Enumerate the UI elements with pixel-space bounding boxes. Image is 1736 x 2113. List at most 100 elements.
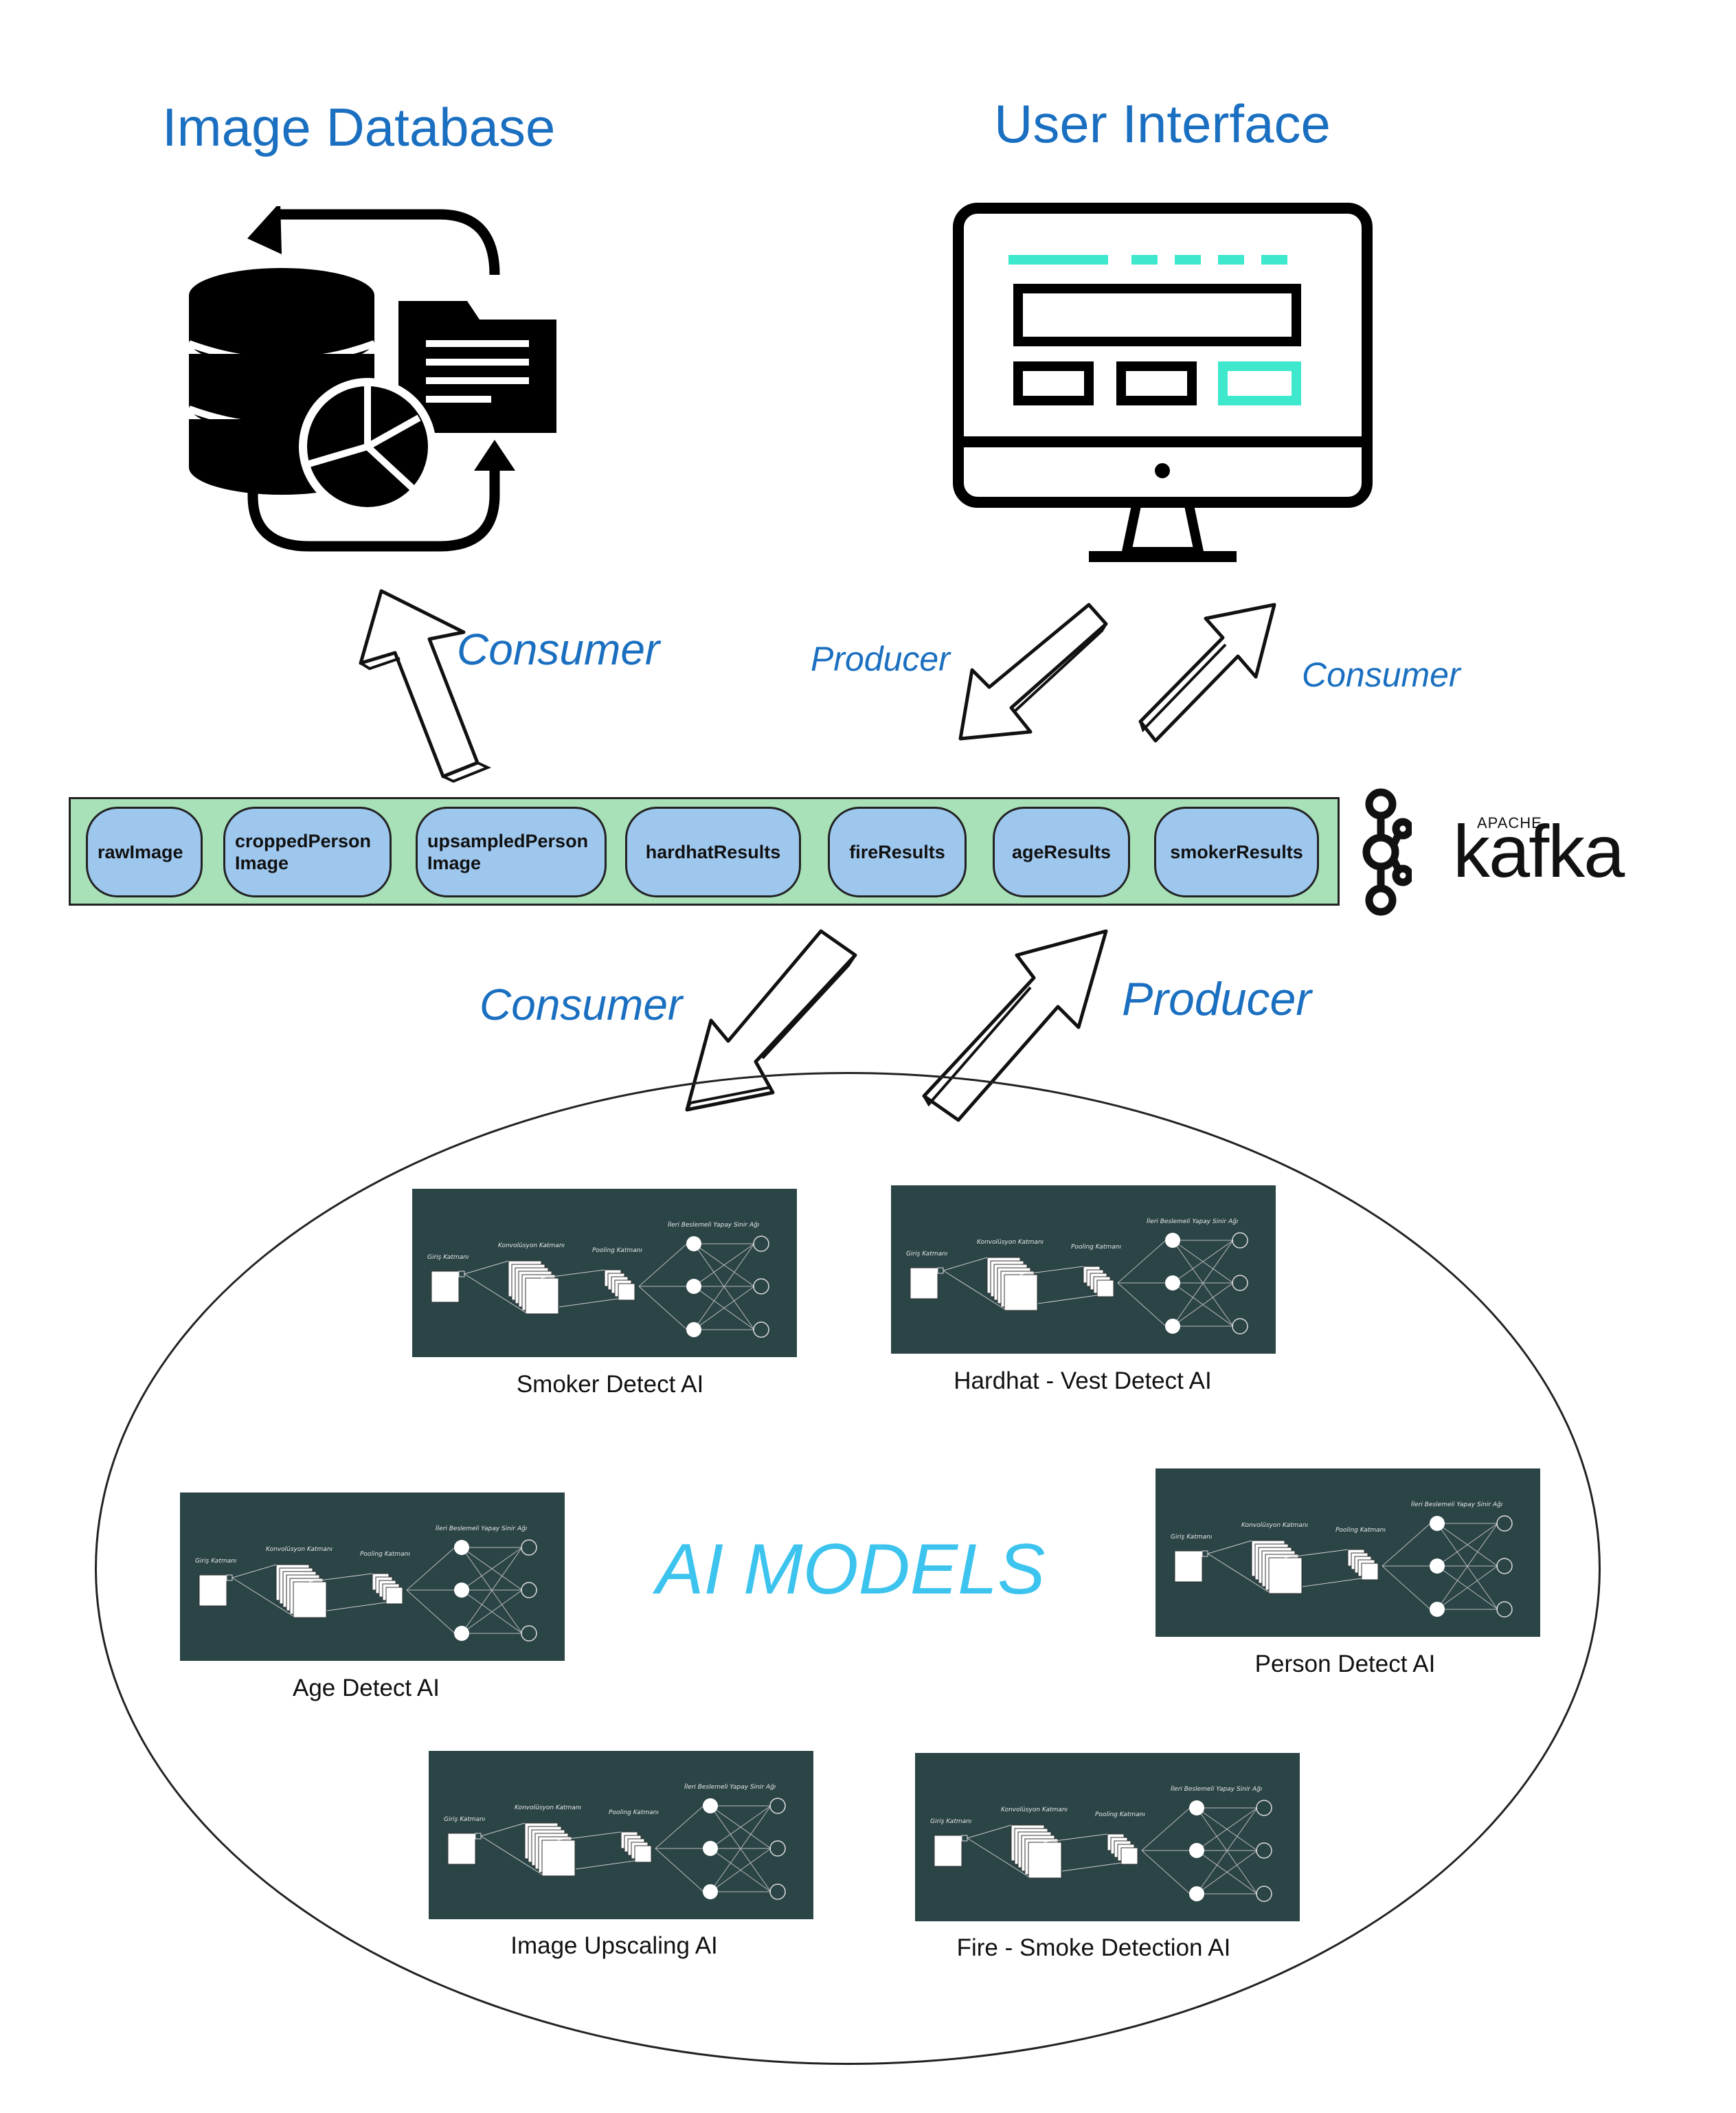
cnn-edge (710, 1805, 771, 1849)
topic-age-results: ageResults (993, 807, 1130, 897)
cnn-edge (1382, 1565, 1431, 1610)
cnn-neuron (1430, 1558, 1445, 1574)
topic-label: hardhatResults (645, 841, 781, 862)
cnn-layer-label: Pooling Katmanı (592, 1247, 642, 1254)
topic-label: croppedPerson (235, 830, 372, 851)
cnn-edge (406, 1589, 455, 1634)
topic-fire-results: fireResults (828, 807, 967, 897)
cnn-layer-label: Pooling Katmanı (360, 1551, 410, 1558)
cnn-layer-label: Konvolüsyon Katmanı (977, 1239, 1044, 1246)
cnn-connector (480, 1822, 526, 1837)
cnn-neuron (703, 1884, 718, 1899)
cnn-conv-map (1028, 1842, 1062, 1879)
cnn-layer-label: İleri Beslemeli Yapay Sinir Ağı (436, 1525, 528, 1532)
model-label-smoker: Smoker Detect AI (516, 1371, 704, 1398)
cnn-edge (461, 1547, 523, 1634)
cnn-output-neuron (769, 1798, 786, 1814)
cnn-output-neuron (753, 1321, 769, 1338)
cnn-neuron (1165, 1275, 1180, 1290)
model-label-fire: Fire - Smoke Detection AI (956, 1934, 1231, 1961)
cnn-edge (693, 1243, 755, 1330)
model-label-hardhat: Hardhat - Vest Detect AI (954, 1367, 1212, 1394)
cnn-layer-label: Giriş Katmanı (427, 1254, 469, 1261)
cnn-pool-map (1120, 1847, 1138, 1865)
cnn-edge (1436, 1565, 1498, 1610)
cnn-connector (541, 1269, 605, 1279)
kafka-logo-text: kafka (1453, 809, 1625, 893)
cnn-connector (575, 1860, 635, 1870)
monitor-icon (953, 203, 1373, 562)
cnn-neuron (454, 1626, 469, 1641)
cnn-output-neuron (753, 1278, 769, 1295)
cnn-connector (967, 1837, 1029, 1877)
model-label-upscaling: Image Upscaling AI (510, 1932, 718, 1959)
cnn-connector (464, 1260, 509, 1275)
ui-producer-label: Producer (811, 640, 950, 678)
cnn-edge (1196, 1850, 1258, 1894)
cnn-output-neuron (1232, 1318, 1248, 1334)
cnn-conv-map (541, 1840, 576, 1877)
cnn-edge (638, 1286, 688, 1330)
cnn-layer-label: Konvolüsyon Katmanı (498, 1242, 565, 1249)
cnn-edge (406, 1547, 455, 1591)
model-label-person: Person Detect AI (1254, 1651, 1436, 1677)
cnn-edge (1196, 1807, 1258, 1894)
cnn-output-neuron (769, 1883, 786, 1900)
cnn-conv-map (1268, 1557, 1303, 1594)
cnn-output-neuron (521, 1582, 537, 1598)
cnn-edge (1141, 1850, 1191, 1894)
cnn-neuron (1189, 1886, 1204, 1901)
topic-label: ageResults (1011, 841, 1112, 862)
cnn-layer-label: Giriş Katmanı (930, 1818, 972, 1825)
cnn-edge (1196, 1807, 1258, 1851)
cnn-output-neuron (1496, 1558, 1513, 1574)
topic-label: upsampledPerson (427, 830, 589, 851)
topic-raw-image: rawImage (86, 807, 203, 897)
cnn-connector (1037, 1295, 1098, 1304)
cnn-pool-map (618, 1283, 635, 1301)
cnn-output-neuron (1232, 1275, 1248, 1291)
cnn-layer-label: İleri Beslemeli Yapay Sinir Ağı (684, 1783, 776, 1791)
cnn-layer-label: Pooling Katmanı (609, 1809, 659, 1816)
cnn-connector (1207, 1553, 1270, 1593)
topic-label: smokerResults (1170, 841, 1303, 862)
user-interface-title: User Interface (994, 93, 1331, 154)
cnn-layer-label: İleri Beslemeli Yapay Sinir Ağı (668, 1221, 760, 1229)
cnn-connector (480, 1835, 543, 1875)
cnn-input-square (934, 1835, 962, 1867)
cnn-layer-label: Konvolüsyon Katmanı (1001, 1807, 1068, 1813)
cnn-edge (693, 1286, 755, 1330)
cnn-layer-label: İleri Beslemeli Yapay Sinir Ağı (1411, 1501, 1503, 1508)
cnn-connector (1284, 1549, 1349, 1558)
cnn-connector (1302, 1578, 1362, 1587)
cnn-edge (1141, 1807, 1191, 1851)
cnn-edge (461, 1547, 523, 1591)
cnn-connector (464, 1273, 526, 1313)
cnn-output-neuron (1256, 1842, 1272, 1859)
cnn-layer-label: Konvolüsyon Katmanı (515, 1804, 582, 1811)
cnn-pool-map (385, 1587, 403, 1605)
cnn-connector (1044, 1833, 1108, 1843)
cnn-edge (1436, 1523, 1498, 1567)
cnn-layer-label: Konvolüsyon Katmanı (1241, 1522, 1309, 1529)
cnn-input-square (199, 1574, 227, 1607)
image-database-title: Image Database (162, 97, 556, 157)
cnn-edge (1117, 1282, 1166, 1327)
db-consumer-label: Consumer (457, 625, 660, 674)
ai-models-title: AI MODELS (656, 1530, 1046, 1609)
cnn-neuron (703, 1841, 718, 1856)
cnn-layer-label: İleri Beslemeli Yapay Sinir Ağı (1171, 1785, 1263, 1793)
cnn-pool-map (1096, 1279, 1114, 1297)
topic-label: rawImage (98, 841, 183, 862)
cnn-pool-map (1361, 1563, 1379, 1580)
cnn-output-neuron (521, 1625, 537, 1642)
cnn-output-neuron (1232, 1232, 1248, 1249)
ai-models-boundary (95, 1072, 1601, 2065)
topic-smoker-results: smokerResults (1154, 807, 1319, 897)
ai-producer-label: Producer (1122, 973, 1311, 1025)
